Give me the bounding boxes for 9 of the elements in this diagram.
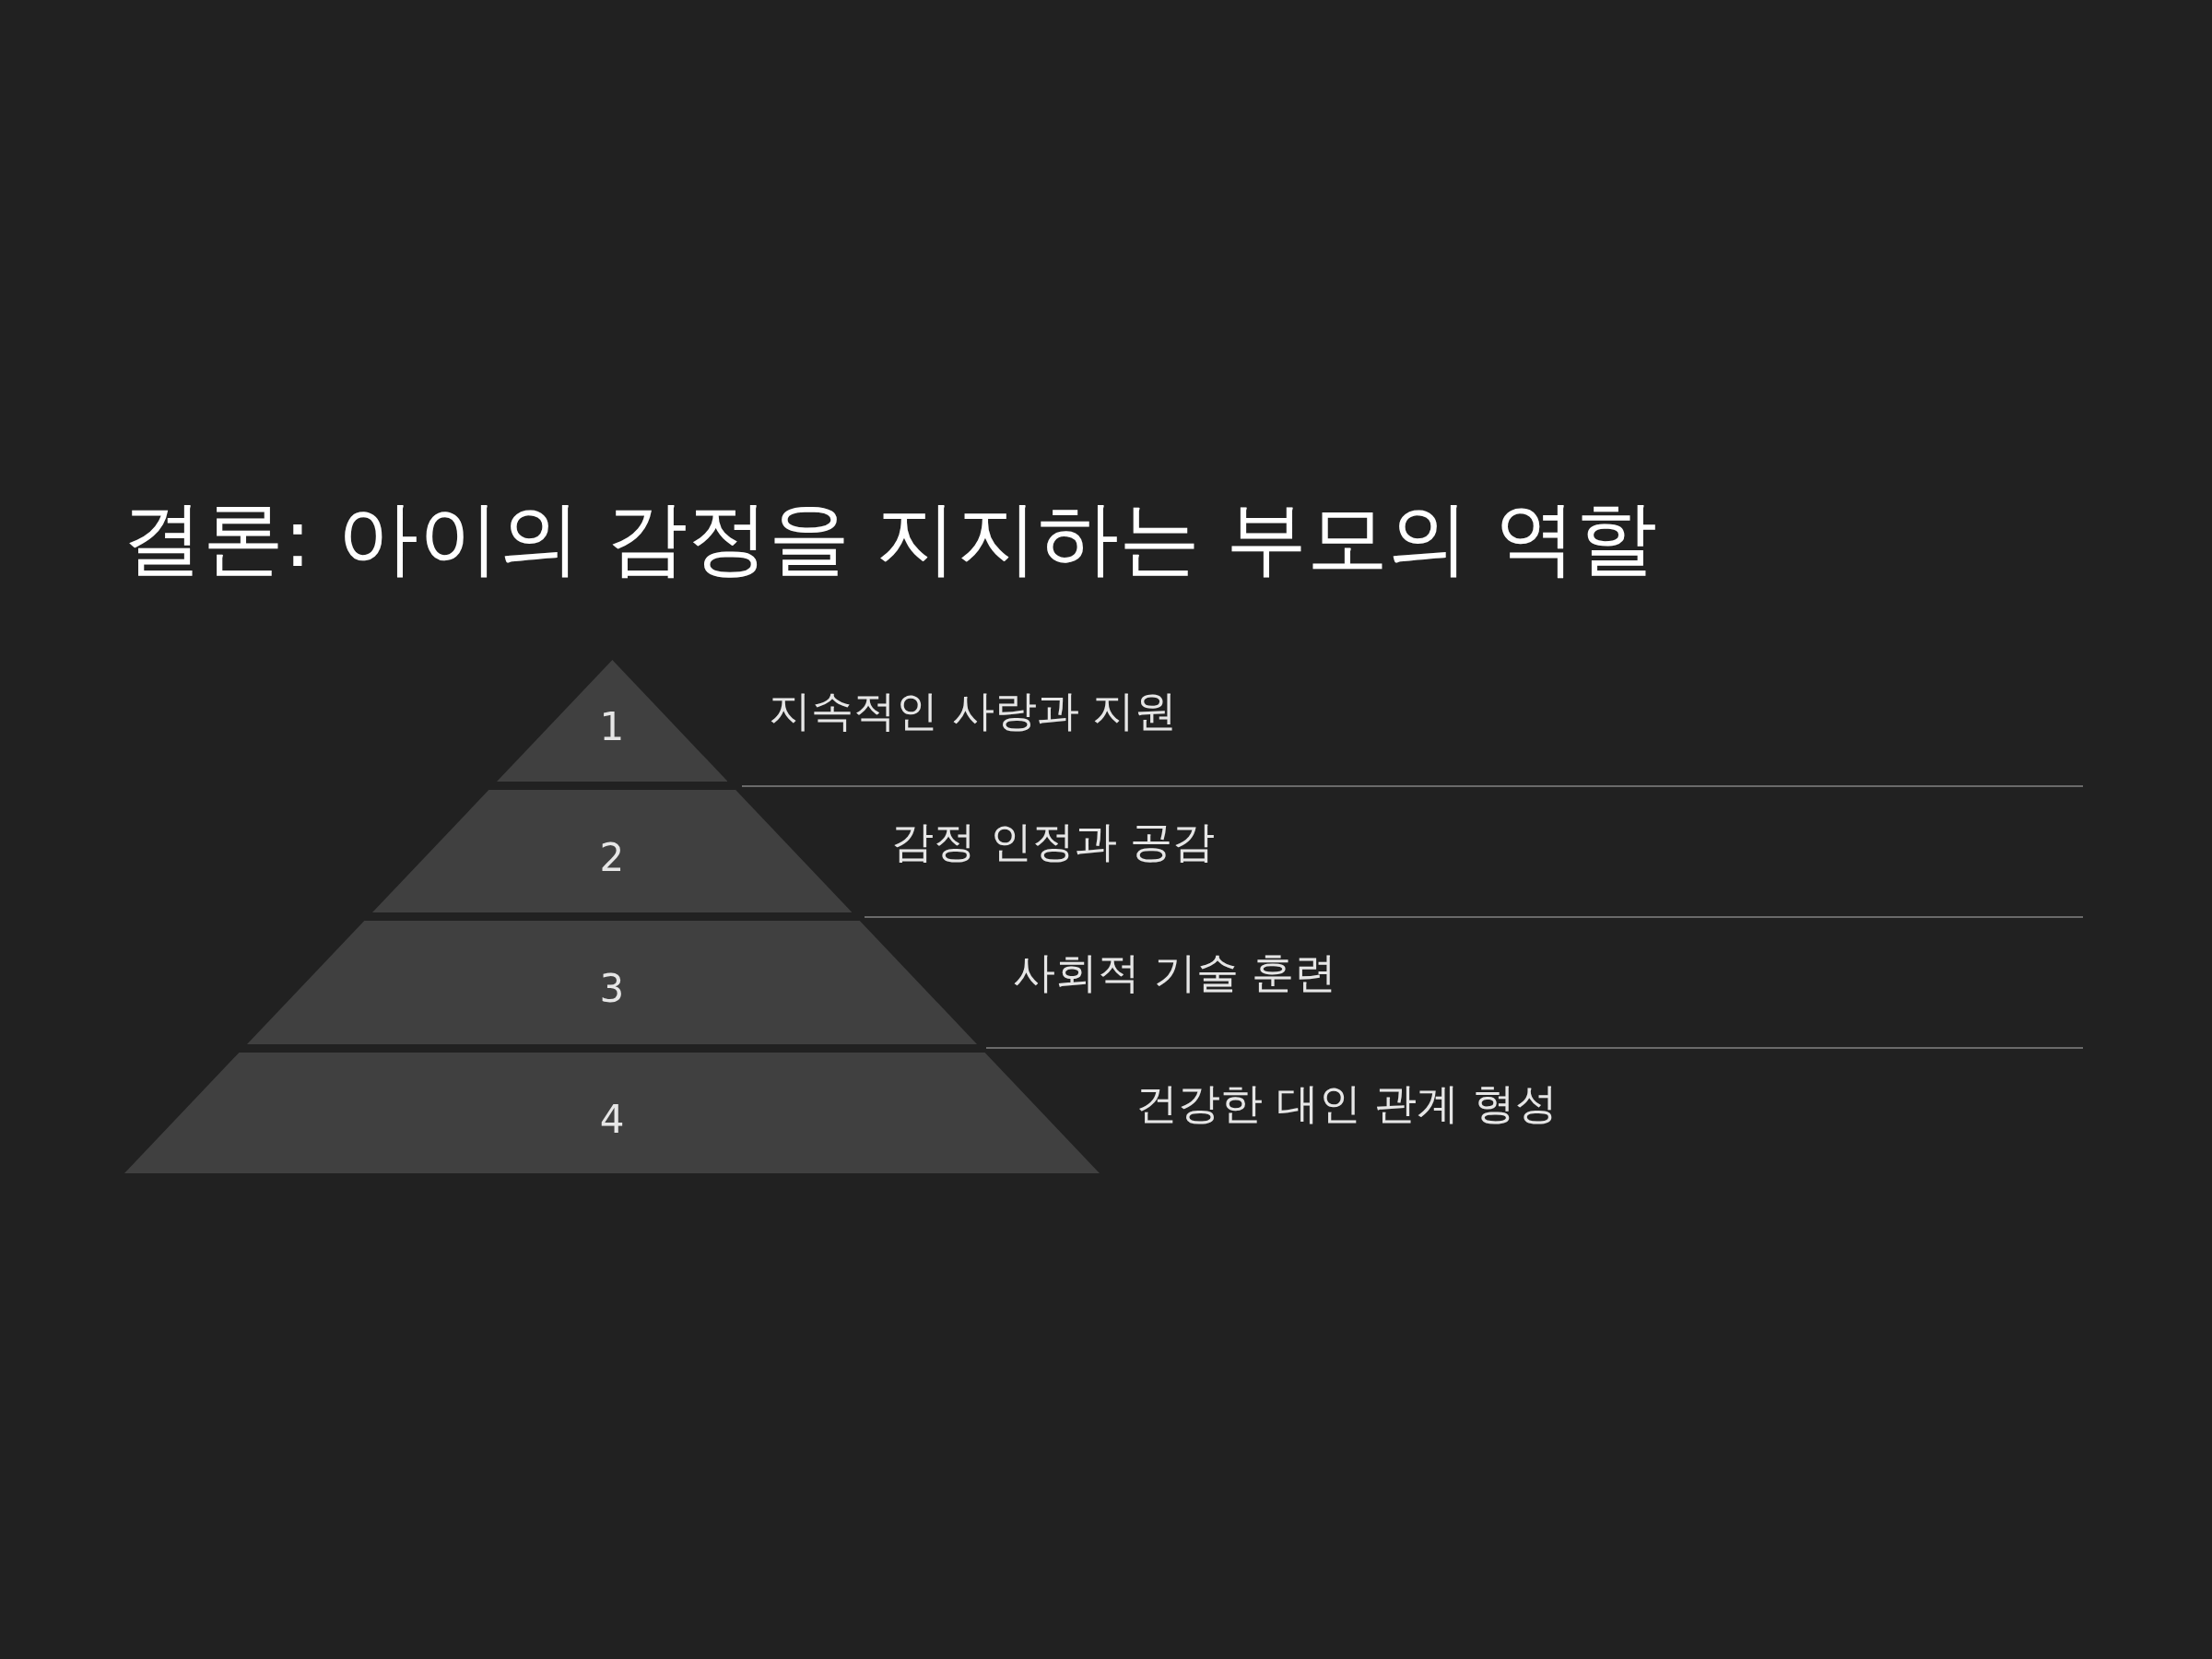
tier-label: 지속적인 사랑과 지원 — [769, 685, 1178, 737]
slide-title: 결론: 아이의 감정을 지지하는 부모의 역할 — [122, 489, 1657, 587]
tier-label: 사회적 기술 훈련 — [1013, 947, 1337, 999]
tier-number: 1 — [599, 703, 625, 749]
tier-number: 4 — [599, 1096, 625, 1141]
tier-label: 건강한 대인 관계 형성 — [1135, 1077, 1558, 1130]
tier-number: 2 — [599, 834, 625, 879]
tier-number: 3 — [599, 965, 625, 1011]
tier-label: 감정 인정과 공감 — [891, 815, 1216, 868]
